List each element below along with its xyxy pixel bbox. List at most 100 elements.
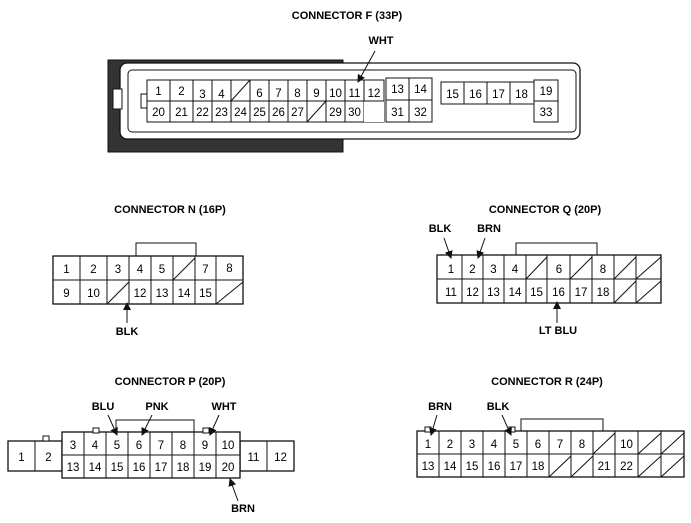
wire-arrow [501,414,512,436]
cell-label: 26 [272,107,285,119]
cell-label: 4 [137,264,144,276]
cell-label: 17 [575,287,588,299]
cell-label: 13 [487,287,500,299]
wire-arrow [476,237,486,259]
cell-label: 11 [445,287,457,299]
cell-label: 24 [234,107,247,119]
cell-label: 2 [45,452,51,464]
connector-f-title: CONNECTOR F (33P) [292,10,403,22]
wire-label-blu: BLU [92,401,115,413]
cell-label: 30 [348,107,361,119]
cell-label: 6 [556,264,562,276]
cell-label: 32 [414,107,427,119]
cell-label: 2 [469,264,475,276]
cell-label: 10 [222,440,235,452]
cell-label: 3 [70,440,76,452]
wire-label-wht: WHT [211,401,236,413]
cell-label: 12 [274,452,287,464]
cell-label: 9 [63,288,69,300]
cell-label: 22 [196,107,209,119]
cell-label: 5 [513,439,519,451]
wire-arrow [443,237,453,259]
wire-label-pnk: PNK [145,401,168,413]
cell-label: 9 [202,440,208,452]
connector-f-latch [112,88,123,110]
cell-label: 18 [597,287,610,299]
cell-label: 18 [177,462,190,474]
cell-label: 14 [414,84,427,96]
cell-label: 10 [87,288,100,300]
cell-label: 19 [540,86,553,98]
cell-label: 11 [248,452,260,464]
cell-label: 4 [512,264,519,276]
cell-label: 8 [579,439,585,451]
connector-r-title: CONNECTOR R (24P) [491,376,603,388]
cell-label: 14 [509,287,522,299]
cell-label: 15 [199,288,212,300]
cell-label: 31 [391,107,404,119]
cell-label: 18 [515,89,528,101]
cell-label: 10 [329,88,342,100]
cell-label: 16 [133,462,146,474]
cell-label: 8 [226,263,232,275]
wire-label-lt-blu: LT BLU [539,325,577,337]
cell-label: 6 [136,440,142,452]
connector-q: CONNECTOR Q (20P) 1 2 3 4 6 8 11 12 13 1… [429,204,662,337]
cell-label: 6 [535,439,541,451]
connector-p: CONNECTOR P (20P) 1 2 3 4 5 6 7 8 9 [7,376,295,515]
cell-label: 27 [291,107,304,119]
cell-label: 1 [448,264,454,276]
cell-label: 13 [422,461,435,473]
wire-arrow [141,414,153,436]
cell-label: 4 [491,439,498,451]
cell-label: 25 [253,107,266,119]
cell-label: 15 [466,461,479,473]
cell-label: 23 [215,107,228,119]
connector-n-tab [135,242,197,257]
cell-label: 13 [391,84,404,96]
cell-label: 15 [530,287,543,299]
cell-label: 8 [600,264,606,276]
cell-label: 7 [275,88,281,100]
cell-label: 33 [540,107,553,119]
cell-label: 7 [158,440,164,452]
connector-q-title: CONNECTOR Q (20P) [489,204,602,216]
cell-label: 2 [90,264,96,276]
cell-label: 1 [18,452,24,464]
cell-label: 16 [469,89,482,101]
wire-arrow [429,414,438,436]
cell-label: 12 [368,88,381,100]
connector-r: CONNECTOR R (24P) 1 2 3 4 5 6 7 [416,376,685,478]
cell-label: 3 [115,264,121,276]
cell-label: 9 [313,88,319,100]
connector-p-tab [115,419,195,433]
connector-n: CONNECTOR N (16P) 1 2 3 4 5 7 8 9 10 12 … [52,204,244,338]
wire-label-blk: BLK [116,326,139,338]
cell-label: 1 [63,264,69,276]
cell-label: 2 [178,86,184,98]
cell-label: 16 [488,461,501,473]
cell-label: 14 [444,461,457,473]
wire-arrow [107,414,118,436]
cell-label: 22 [620,461,633,473]
cell-label: 7 [557,439,563,451]
cell-label: 11 [349,88,361,100]
cell-label: 3 [490,264,496,276]
cell-label: 3 [199,89,205,101]
connector-q-tab [515,242,598,256]
wire-arrow [228,478,239,502]
connector-p-title: CONNECTOR P (20P) [115,376,226,388]
cell-label: 10 [620,439,633,451]
cell-label: 21 [598,461,611,473]
cell-label: 14 [89,462,102,474]
wire-label-blk: BLK [429,223,452,235]
wire-label-brn: BRN [231,503,255,515]
connector-n-title: CONNECTOR N (16P) [114,204,226,216]
cell-label: 2 [447,439,453,451]
cell-label: 6 [256,88,262,100]
cell-label: 12 [134,288,147,300]
wire-label-blk: BLK [487,401,510,413]
cell-label: 15 [111,462,124,474]
cell-label: 4 [218,89,225,101]
cell-label: 5 [114,440,120,452]
